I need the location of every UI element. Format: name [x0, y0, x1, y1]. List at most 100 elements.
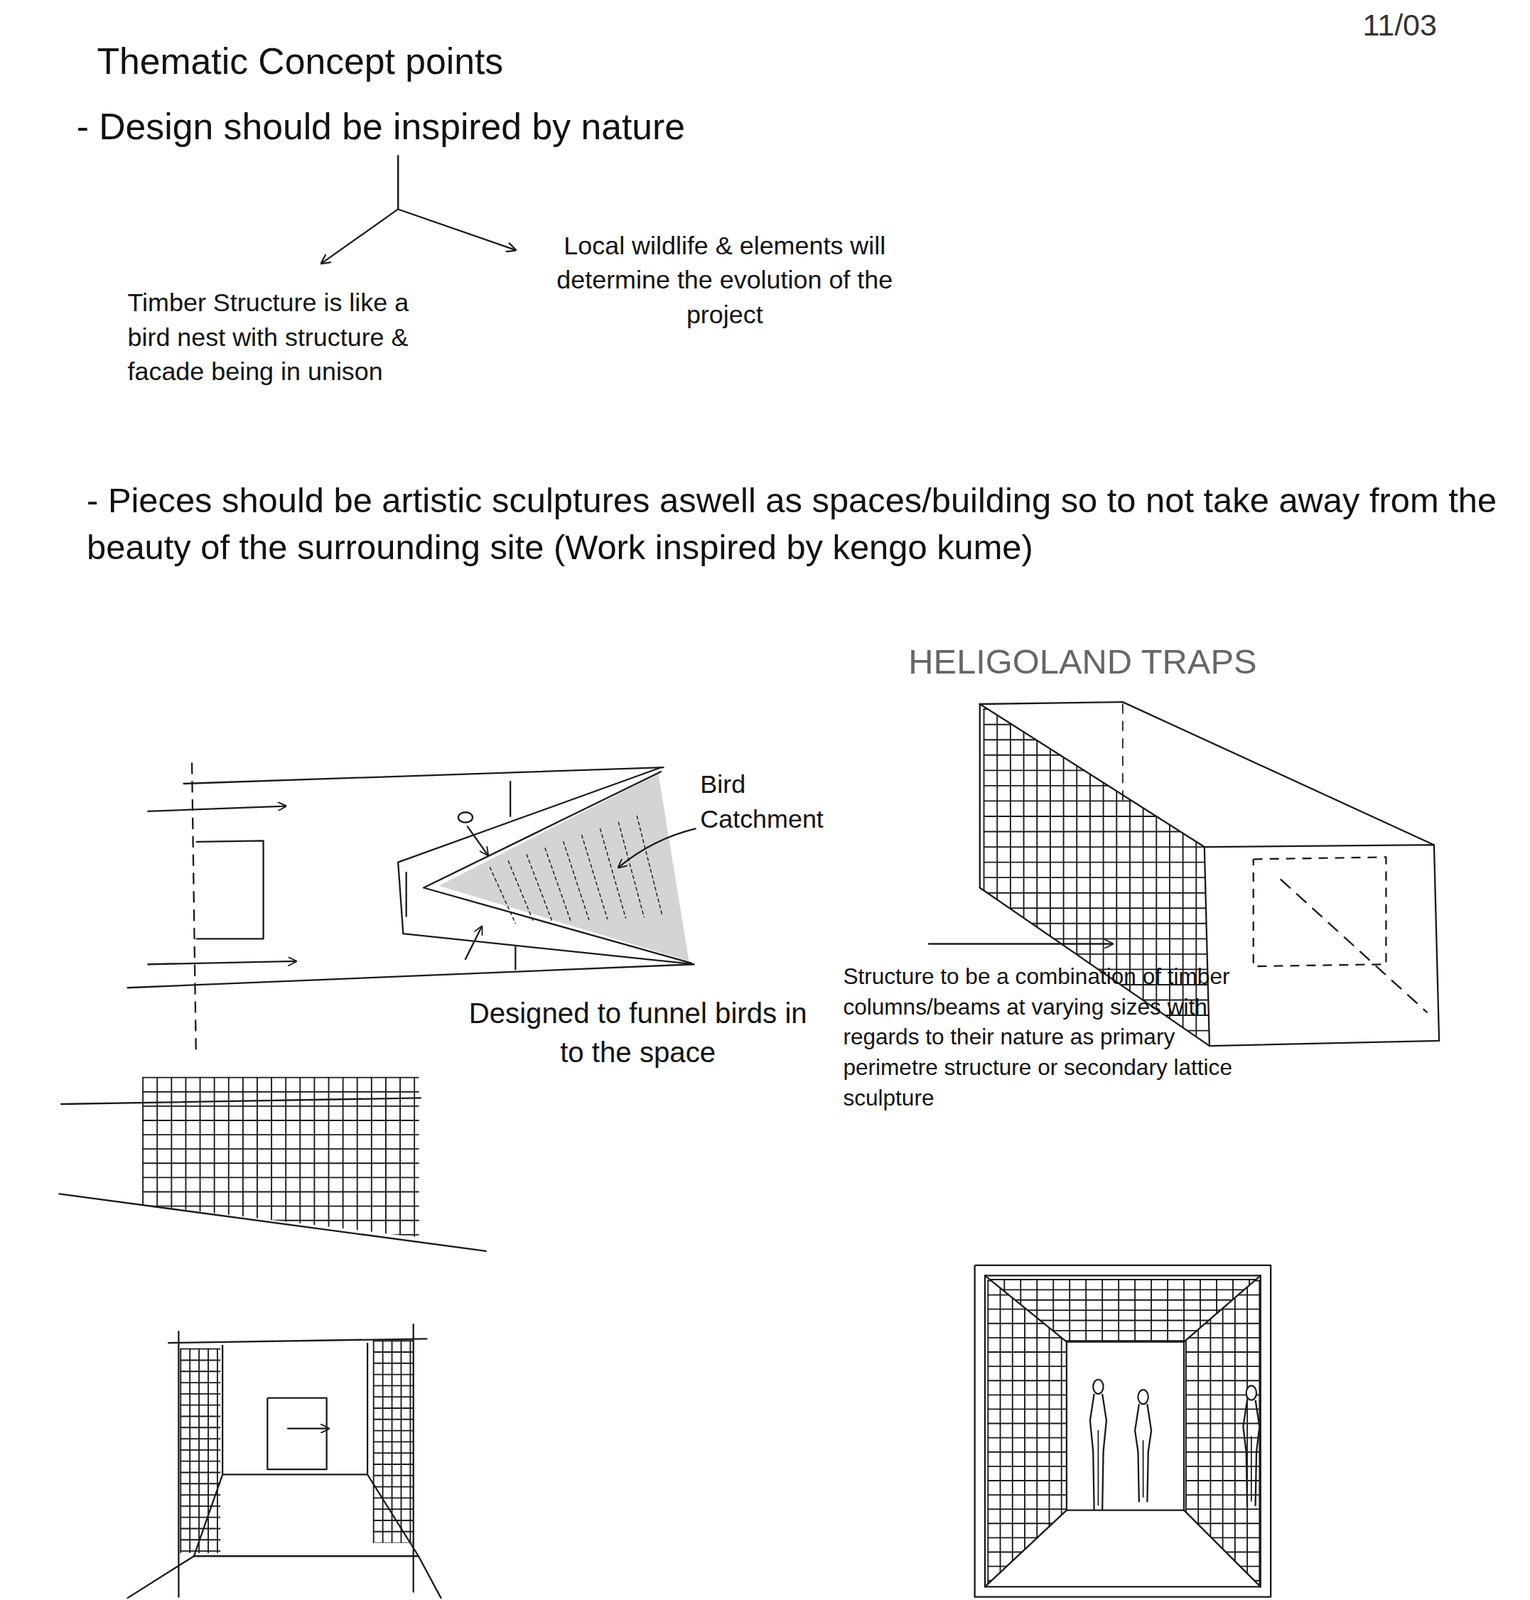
lattice-grid	[373, 1463, 414, 1466]
lattice-grid	[1186, 1380, 1261, 1382]
lattice-grid	[356, 1078, 359, 1238]
lattice-grid	[987, 1337, 1067, 1339]
lattice-grid	[1186, 1294, 1261, 1297]
lattice-grid	[1186, 1451, 1261, 1454]
box-edge	[979, 704, 981, 889]
lattice-grid	[180, 1393, 221, 1395]
lattice-grid	[180, 1416, 221, 1418]
trap-wall-line	[184, 767, 664, 784]
lattice-grid	[984, 754, 1210, 757]
lattice-grid	[987, 1320, 1260, 1322]
lattice-grid	[1048, 1280, 1051, 1587]
lattice-grid	[984, 769, 1210, 772]
lattice-grid	[987, 1340, 1260, 1342]
bird-entry-arrow	[465, 926, 482, 960]
lattice-grid	[142, 1162, 419, 1165]
trap-wall-line	[127, 964, 695, 988]
eye-symbol	[458, 812, 473, 823]
lattice-grid	[328, 1078, 330, 1238]
concept-note: Timber Structure is like a bird nest wit…	[127, 263, 445, 390]
lattice-grid	[180, 1370, 221, 1373]
lattice-grid	[142, 1220, 419, 1222]
funnel-post	[509, 781, 511, 817]
lattice-grid	[984, 953, 1210, 956]
catchment-hatch	[489, 867, 516, 924]
lattice-grid	[189, 1349, 191, 1554]
lattice-grid	[216, 1349, 219, 1554]
funnel-gate	[405, 872, 408, 917]
lattice-grid	[198, 1349, 200, 1554]
lattice-grid	[180, 1382, 221, 1384]
lattice-grid	[987, 1294, 1067, 1297]
person-figure	[1246, 1385, 1257, 1400]
catchment-hatch	[563, 842, 590, 921]
corridor-edge	[177, 1331, 180, 1597]
lattice-grid	[1186, 1323, 1261, 1325]
lattice-grid	[1019, 1279, 1022, 1343]
lattice-grid	[987, 1451, 1067, 1454]
lattice-grid	[373, 1542, 414, 1545]
lattice-grid	[987, 1365, 1067, 1368]
lattice-grid	[207, 1349, 209, 1554]
lattice-grid	[284, 1078, 287, 1238]
lattice-grid	[180, 1360, 221, 1362]
corridor-edge	[412, 1324, 415, 1592]
lattice-grid	[385, 1078, 387, 1238]
lattice-grid	[984, 938, 1210, 940]
branch-arrow	[321, 155, 398, 263]
lattice-grid	[180, 1348, 221, 1351]
lattice-grid	[373, 1396, 414, 1398]
leader-line	[618, 828, 696, 868]
lattice-grid	[142, 1119, 419, 1122]
lattice-grid	[1186, 1522, 1261, 1525]
entrance-block	[196, 840, 264, 939]
lattice-grid	[373, 1497, 414, 1499]
lattice-grid	[1186, 1337, 1261, 1339]
concept-note: Local wildlife & elements will determine…	[515, 226, 934, 332]
funnel-inner-v	[423, 771, 693, 964]
lattice-grid	[373, 1430, 414, 1432]
lattice-grid	[1186, 1437, 1261, 1440]
lattice-grid	[987, 1279, 1260, 1281]
wind-flow-arrow	[147, 806, 286, 812]
lattice-grid	[142, 1234, 419, 1236]
lattice-grid	[170, 1078, 172, 1238]
corridor-inner	[222, 1343, 368, 1475]
lattice-grid	[1246, 1280, 1248, 1587]
lattice-grid	[1011, 1280, 1014, 1587]
lattice-grid	[256, 1078, 258, 1238]
lattice-grid	[373, 1475, 414, 1477]
lattice-grid	[373, 1486, 414, 1489]
lattice-grid	[1186, 1580, 1261, 1582]
lattice-grid	[142, 1148, 419, 1150]
lattice-grid	[987, 1552, 1067, 1554]
page-title: Thematic Concept points	[96, 36, 811, 87]
lattice-grid	[179, 1349, 182, 1554]
lattice-grid	[1186, 1365, 1261, 1368]
lattice-grid	[1186, 1537, 1261, 1539]
lattice-grid	[1036, 1280, 1038, 1587]
person-figure	[1146, 1404, 1152, 1503]
lattice-grid	[373, 1419, 414, 1421]
box-edge	[1122, 702, 1435, 845]
lattice-grid	[185, 1078, 187, 1238]
person-figure	[1090, 1394, 1095, 1511]
lattice-grid	[984, 846, 1210, 848]
lattice-grid	[199, 1078, 202, 1238]
lattice-grid	[984, 815, 1210, 818]
person-figure	[1142, 1441, 1145, 1498]
box-edge	[979, 704, 1205, 848]
corridor-floor	[127, 1556, 195, 1599]
lattice-grid	[987, 1480, 1067, 1482]
lattice-grid	[987, 1351, 1067, 1354]
lattice-grid	[1197, 1280, 1199, 1587]
lattice-grid	[1003, 1279, 1005, 1343]
annotation: Structure to be a combination of timber …	[842, 961, 1252, 1113]
lattice-grid	[1186, 1480, 1261, 1482]
lattice-grid	[987, 1299, 1260, 1302]
lattice-grid	[373, 1374, 414, 1376]
lattice-grid	[987, 1537, 1067, 1539]
lattice-grid	[373, 1407, 414, 1410]
catchment-hatch	[526, 854, 553, 923]
leader-arrow	[928, 943, 1113, 945]
